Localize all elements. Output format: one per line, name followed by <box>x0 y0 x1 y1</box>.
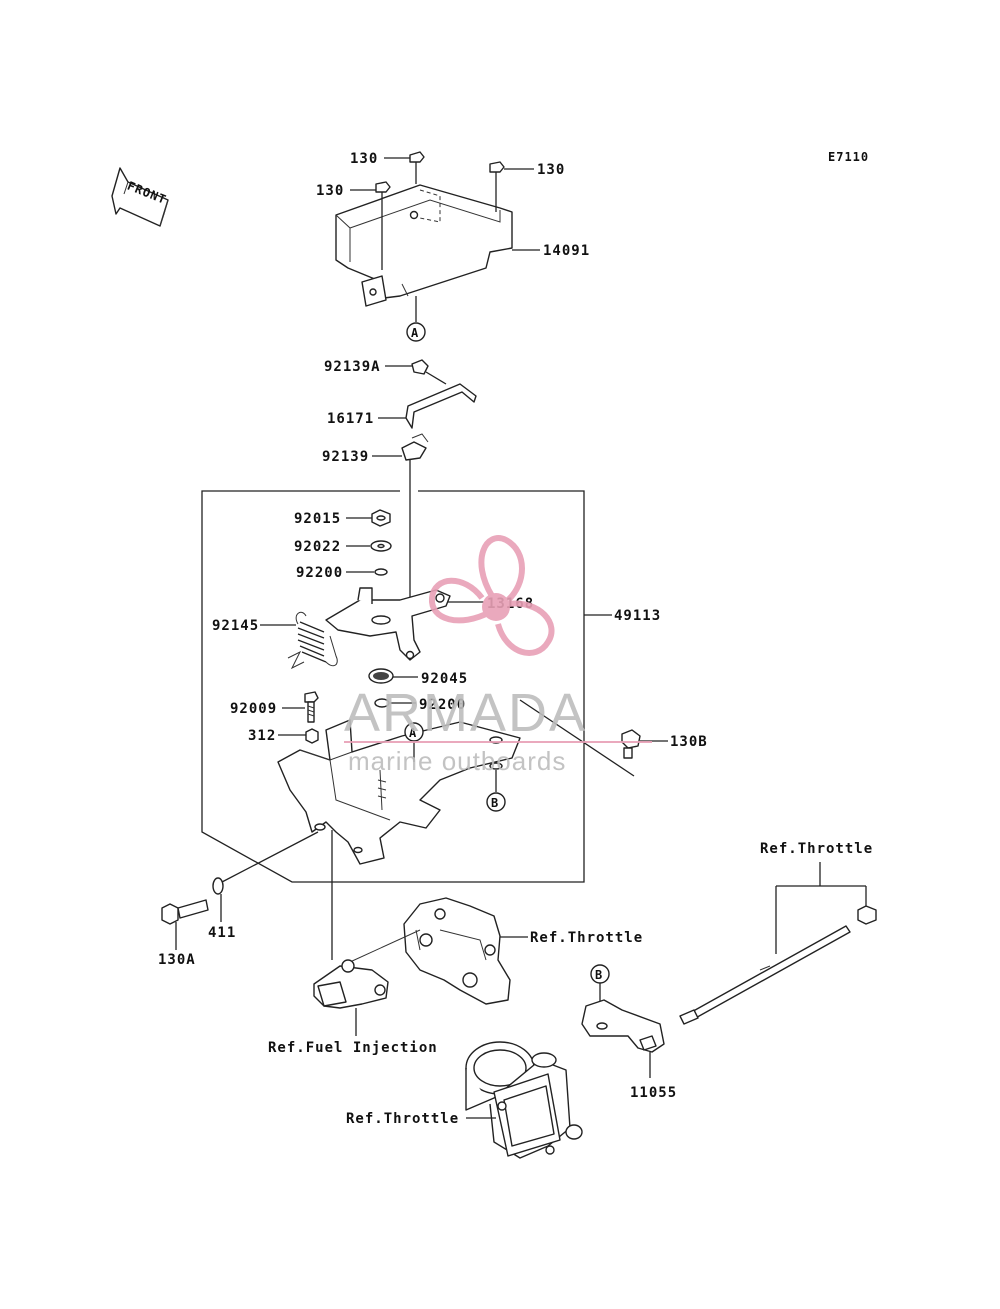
callout-b-mid <box>486 792 506 812</box>
bolt-130-a <box>409 151 425 184</box>
bolt-130A <box>161 899 209 925</box>
lever-13168 <box>325 587 451 661</box>
label-92022: 92022 <box>294 539 341 555</box>
bracket-main <box>277 719 521 865</box>
label-92145: 92145 <box>212 618 259 634</box>
label-130-c: 130 <box>537 162 565 178</box>
spring-92145 <box>287 611 338 670</box>
nut-throttle-cable <box>857 905 877 925</box>
callout-a-top <box>406 322 426 342</box>
propeller-hub-icon <box>482 593 510 621</box>
front-arrow-icon: FRONT <box>111 167 169 227</box>
svg-text:A: A <box>409 726 417 740</box>
label-130B: 130B <box>670 734 708 750</box>
label-130-b: 130 <box>316 183 344 199</box>
label-92015: 92015 <box>294 511 341 527</box>
grommet-92045 <box>368 668 394 684</box>
label-ref-throttle-mid: Ref.Throttle <box>530 930 643 946</box>
label-14091: 14091 <box>543 243 590 259</box>
svg-text:B: B <box>491 796 499 810</box>
label-ref-throttle-top: Ref.Throttle <box>760 841 873 857</box>
bolt-130B <box>621 729 641 759</box>
washer-92200-top <box>374 568 388 576</box>
label-49113: 49113 <box>614 608 661 624</box>
nut-312 <box>305 728 319 744</box>
propeller-logo-icon <box>428 535 555 656</box>
bolt-130-b <box>375 181 391 270</box>
cover-14091 <box>335 184 513 307</box>
clip-92139 <box>401 433 429 461</box>
diagram-code: E7110 <box>828 150 869 164</box>
throttle-body-mid <box>403 897 511 1005</box>
label-312: 312 <box>248 728 276 744</box>
clip-92139A <box>411 359 429 375</box>
bolt-130-c <box>489 161 505 212</box>
label-92139: 92139 <box>322 449 369 465</box>
svg-text:A: A <box>411 326 419 340</box>
label-92139A: 92139A <box>324 359 381 375</box>
watermark-tagline: marine outboards <box>348 746 566 776</box>
throttle-cable-rod <box>679 925 851 1025</box>
rod-16171 <box>405 383 477 429</box>
washer-92200-bottom <box>374 698 390 708</box>
label-ref-throttle-bottom: Ref.Throttle <box>346 1111 459 1127</box>
label-411: 411 <box>208 925 236 941</box>
label-92009: 92009 <box>230 701 277 717</box>
label-16171: 16171 <box>327 411 374 427</box>
svg-text:B: B <box>595 968 603 982</box>
washer-411 <box>212 877 224 895</box>
nut-92015 <box>371 509 391 527</box>
label-11055: 11055 <box>630 1085 677 1101</box>
sensor-fuel-injection <box>313 959 389 1009</box>
watermark-brand: ARMADA <box>344 683 587 743</box>
washer-92022 <box>370 540 392 552</box>
label-ref-fuel-injection: Ref.Fuel Injection <box>268 1040 438 1056</box>
armada-logo: ARMADA marine outboards <box>344 535 652 776</box>
label-92045: 92045 <box>421 671 468 687</box>
bolt-92009 <box>304 691 319 723</box>
label-130A: 130A <box>158 952 196 968</box>
label-92200-bottom: 92200 <box>419 697 466 713</box>
bracket-11055 <box>581 999 665 1053</box>
label-92200-top: 92200 <box>296 565 343 581</box>
label-130-a: 130 <box>350 151 378 167</box>
throttle-body-bottom <box>465 1041 583 1159</box>
